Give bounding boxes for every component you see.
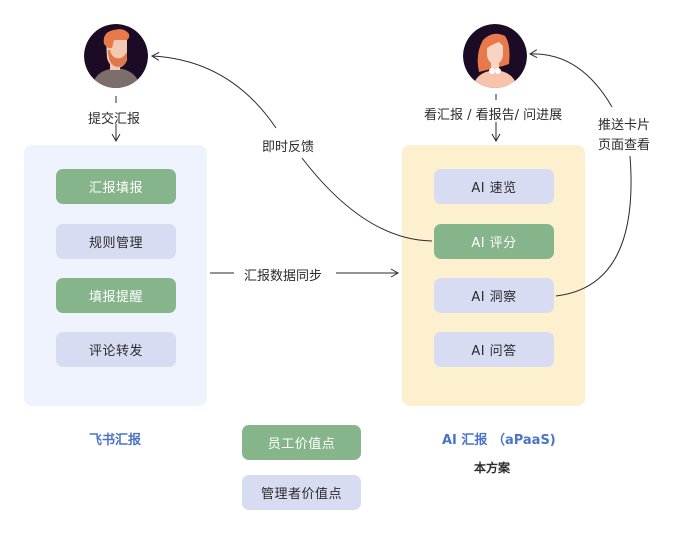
left-item-rule-management[interactable]: 规则管理 (56, 224, 176, 259)
manager-action-label: 看汇报 / 看报告/ 问进展 (424, 108, 563, 123)
push-label-line1: 推送卡片 (598, 118, 651, 133)
right-item-label: AI 速览 (471, 181, 517, 196)
employee-action-label: 提交汇报 (88, 112, 141, 127)
legend-employee-value: 员工价值点 (242, 425, 361, 460)
this-solution-label: 本方案 (474, 461, 511, 475)
right-item-label: AI 洞察 (471, 290, 517, 305)
left-item-fill-reminder[interactable]: 填报提醒 (56, 278, 176, 313)
ai-report-title: AI 汇报 （aPaaS) (442, 433, 556, 448)
right-item-ai-qa[interactable]: AI 问答 (434, 332, 554, 367)
right-item-label: AI 评分 (471, 236, 517, 251)
legend-employee-label: 员工价值点 (267, 437, 336, 452)
feedback-curve-upper (150, 51, 277, 129)
left-item-label: 规则管理 (88, 236, 143, 251)
right-item-ai-insight[interactable]: AI 洞察 (434, 278, 554, 313)
left-item-comment-forward[interactable]: 评论转发 (56, 332, 176, 367)
right-item-label: AI 问答 (471, 344, 517, 359)
female-avatar-icon (463, 24, 527, 88)
legend-manager-label: 管理者价值点 (260, 487, 342, 502)
legend-manager-value: 管理者价值点 (242, 475, 361, 510)
left-item-label: 汇报填报 (88, 181, 143, 196)
feedback-label: 即时反馈 (262, 140, 315, 155)
push-curve-upper (528, 49, 613, 108)
left-item-report-fill[interactable]: 汇报填报 (56, 169, 176, 204)
sync-label: 汇报数据同步 (244, 269, 323, 284)
left-item-label: 填报提醒 (88, 290, 143, 305)
left-item-label: 评论转发 (88, 344, 143, 359)
push-label-line2: 页面查看 (598, 138, 651, 153)
right-item-ai-scoring[interactable]: AI 评分 (434, 224, 554, 259)
feishu-report-title: 飞书汇报 (89, 433, 142, 448)
male-avatar-icon (84, 24, 148, 88)
right-item-ai-overview[interactable]: AI 速览 (434, 169, 554, 204)
